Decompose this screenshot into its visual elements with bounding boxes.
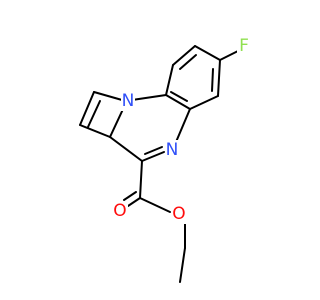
bond xyxy=(141,151,165,162)
bond xyxy=(109,106,125,138)
nitrogen-atom-label: N xyxy=(122,91,135,111)
double-bond-inner xyxy=(179,54,197,70)
fluorine-atom-label: F xyxy=(239,36,249,56)
bond xyxy=(79,124,111,138)
bond xyxy=(175,108,191,143)
bond xyxy=(109,136,143,162)
bond xyxy=(79,91,95,126)
pyrrole-ring xyxy=(79,91,123,138)
bond xyxy=(194,45,221,61)
benzene-ring xyxy=(165,45,221,110)
pyrazine-ring xyxy=(109,94,191,162)
bond xyxy=(165,64,174,96)
bond xyxy=(172,45,196,66)
molecule-structure: F N N O O xyxy=(79,36,251,283)
bond xyxy=(179,247,186,283)
bond xyxy=(139,197,171,213)
bond xyxy=(127,197,141,207)
atom-labels: F N N O O xyxy=(112,36,251,224)
double-bond-inner xyxy=(123,191,137,201)
bond xyxy=(131,94,167,101)
bond xyxy=(93,91,123,101)
double-bond-inner xyxy=(211,68,214,92)
ester-group xyxy=(123,160,186,283)
bond xyxy=(219,49,241,61)
double-bond-inner xyxy=(170,91,188,102)
oxygen-atom-label: O xyxy=(113,201,126,221)
nitrogen-atom-label: N xyxy=(166,140,179,160)
bond xyxy=(165,94,191,110)
oxygen-atom-label: O xyxy=(172,204,185,224)
double-bond-inner xyxy=(87,100,101,128)
bond xyxy=(139,160,143,199)
double-bond-inner xyxy=(144,146,163,155)
bond xyxy=(189,95,219,110)
bond xyxy=(217,59,221,97)
